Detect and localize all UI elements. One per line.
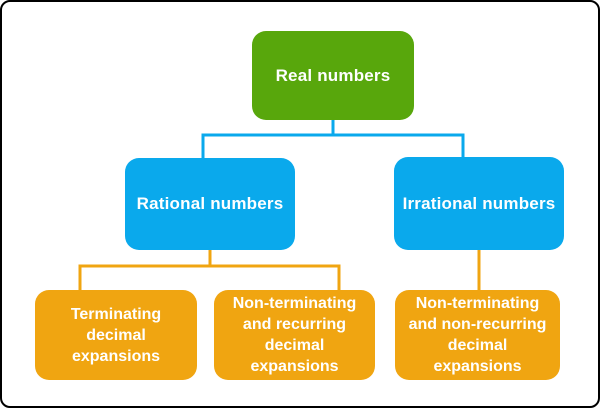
node-label-line: decimal [264,337,325,354]
edge-rational-to-leaves [78,244,341,296]
node-label-line: decimal [447,337,508,354]
node-label: Real numbers [275,65,391,85]
node-irrational-numbers: Irrational numbers [394,157,564,250]
node-label-line: Terminating [70,305,162,323]
node-non-terminating-recurring-decimal-expansions: Non-terminating and recurring decimal ex… [214,290,375,380]
node-label-line: Non-terminating [415,295,540,312]
node-label: Rational numbers [136,194,284,213]
node-terminating-decimal-expansions: Terminating decimal expansions [35,290,197,380]
node-label-line: decimal [86,326,146,344]
node-label-line: and non-recurring [408,316,547,333]
node-rational-numbers: Rational numbers [125,158,295,250]
node-label: Irrational numbers [402,193,556,213]
node-label-line: expansions [250,358,339,375]
node-label-line: expansions [71,347,161,365]
node-label-line: expansions [433,358,522,375]
node-label-line: Non-terminating [232,295,357,312]
node-non-terminating-non-recurring-decimal-expansions: Non-terminating and non-recurring decima… [395,290,560,380]
node-label-line: and recurring [242,316,347,333]
node-real-numbers: Real numbers [252,31,414,120]
